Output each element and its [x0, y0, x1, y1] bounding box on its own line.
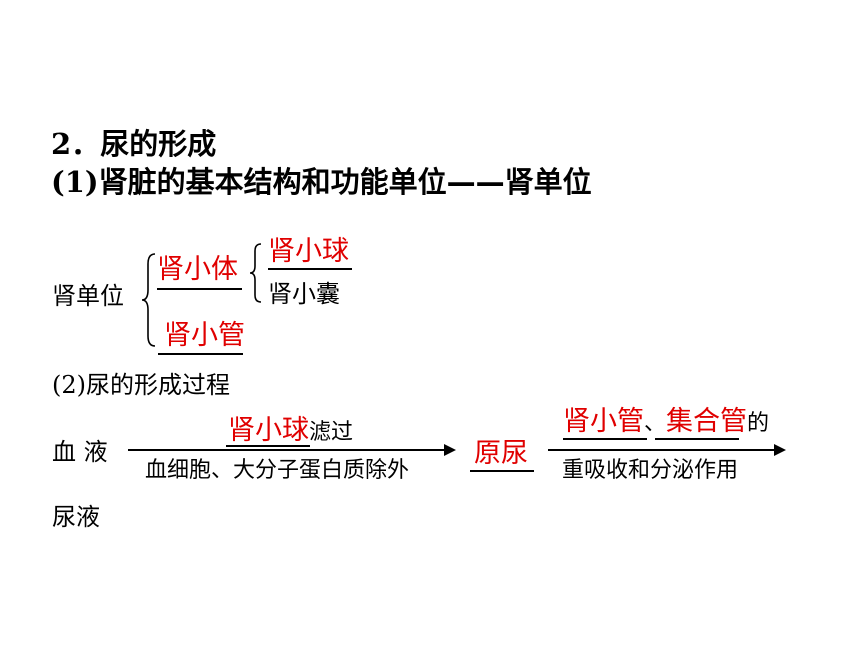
renal-corpuscle-blank-line	[157, 288, 242, 290]
filtration-suffix: 滤过	[309, 420, 354, 445]
reabsorb-suffix: 的	[747, 411, 770, 436]
nephron-root-label: 肾单位	[52, 282, 124, 310]
primary-urine-answer: 原尿	[474, 438, 528, 469]
glomerulus-blank-line	[268, 268, 352, 270]
tubule-answer: 肾小管	[164, 320, 245, 351]
reabsorb-blank-line-2	[655, 438, 739, 440]
urine-label: 尿液	[52, 503, 100, 531]
primary-urine-blank-line	[470, 470, 534, 472]
heading-number: 2．	[51, 127, 101, 161]
subheading-text: 肾脏的基本结构和功能单位——肾单位	[98, 165, 592, 199]
reabsorption-label: 肾小管、集合管的	[563, 408, 769, 435]
filtration-blank-line	[226, 445, 310, 447]
reabsorb-answer-2: 集合管	[666, 406, 748, 437]
filtration-label: 肾小球滤过	[228, 417, 353, 444]
tubule-blank-line	[158, 353, 243, 355]
process-title: (2)尿的形成过程	[52, 371, 230, 399]
heading-title: 尿的形成	[100, 127, 217, 161]
filtration-arrow-icon	[128, 444, 456, 456]
left-brace-icon	[141, 253, 156, 347]
reabsorb-answer-1: 肾小管	[563, 406, 644, 437]
blood-label: 血 液	[52, 438, 108, 466]
filtration-note: 血细胞、大分子蛋白质除外	[145, 458, 410, 483]
subheading: (1)肾脏的基本结构和功能单位——肾单位	[51, 168, 592, 197]
renal-corpuscle-answer: 肾小体	[157, 254, 238, 285]
filtration-answer: 肾小球	[228, 415, 309, 446]
capsule-label: 肾小囊	[268, 280, 340, 308]
subheading-number: (1)	[51, 165, 99, 199]
reabsorption-arrow-icon	[548, 444, 786, 456]
section-heading: 2．尿的形成	[51, 130, 216, 159]
reabsorb-blank-line-1	[563, 438, 647, 440]
reabsorption-note: 重吸收和分泌作用	[562, 458, 739, 483]
glomerulus-answer: 肾小球	[268, 236, 349, 267]
reabsorb-separator: 、	[644, 411, 667, 436]
inner-brace-icon	[249, 243, 262, 303]
